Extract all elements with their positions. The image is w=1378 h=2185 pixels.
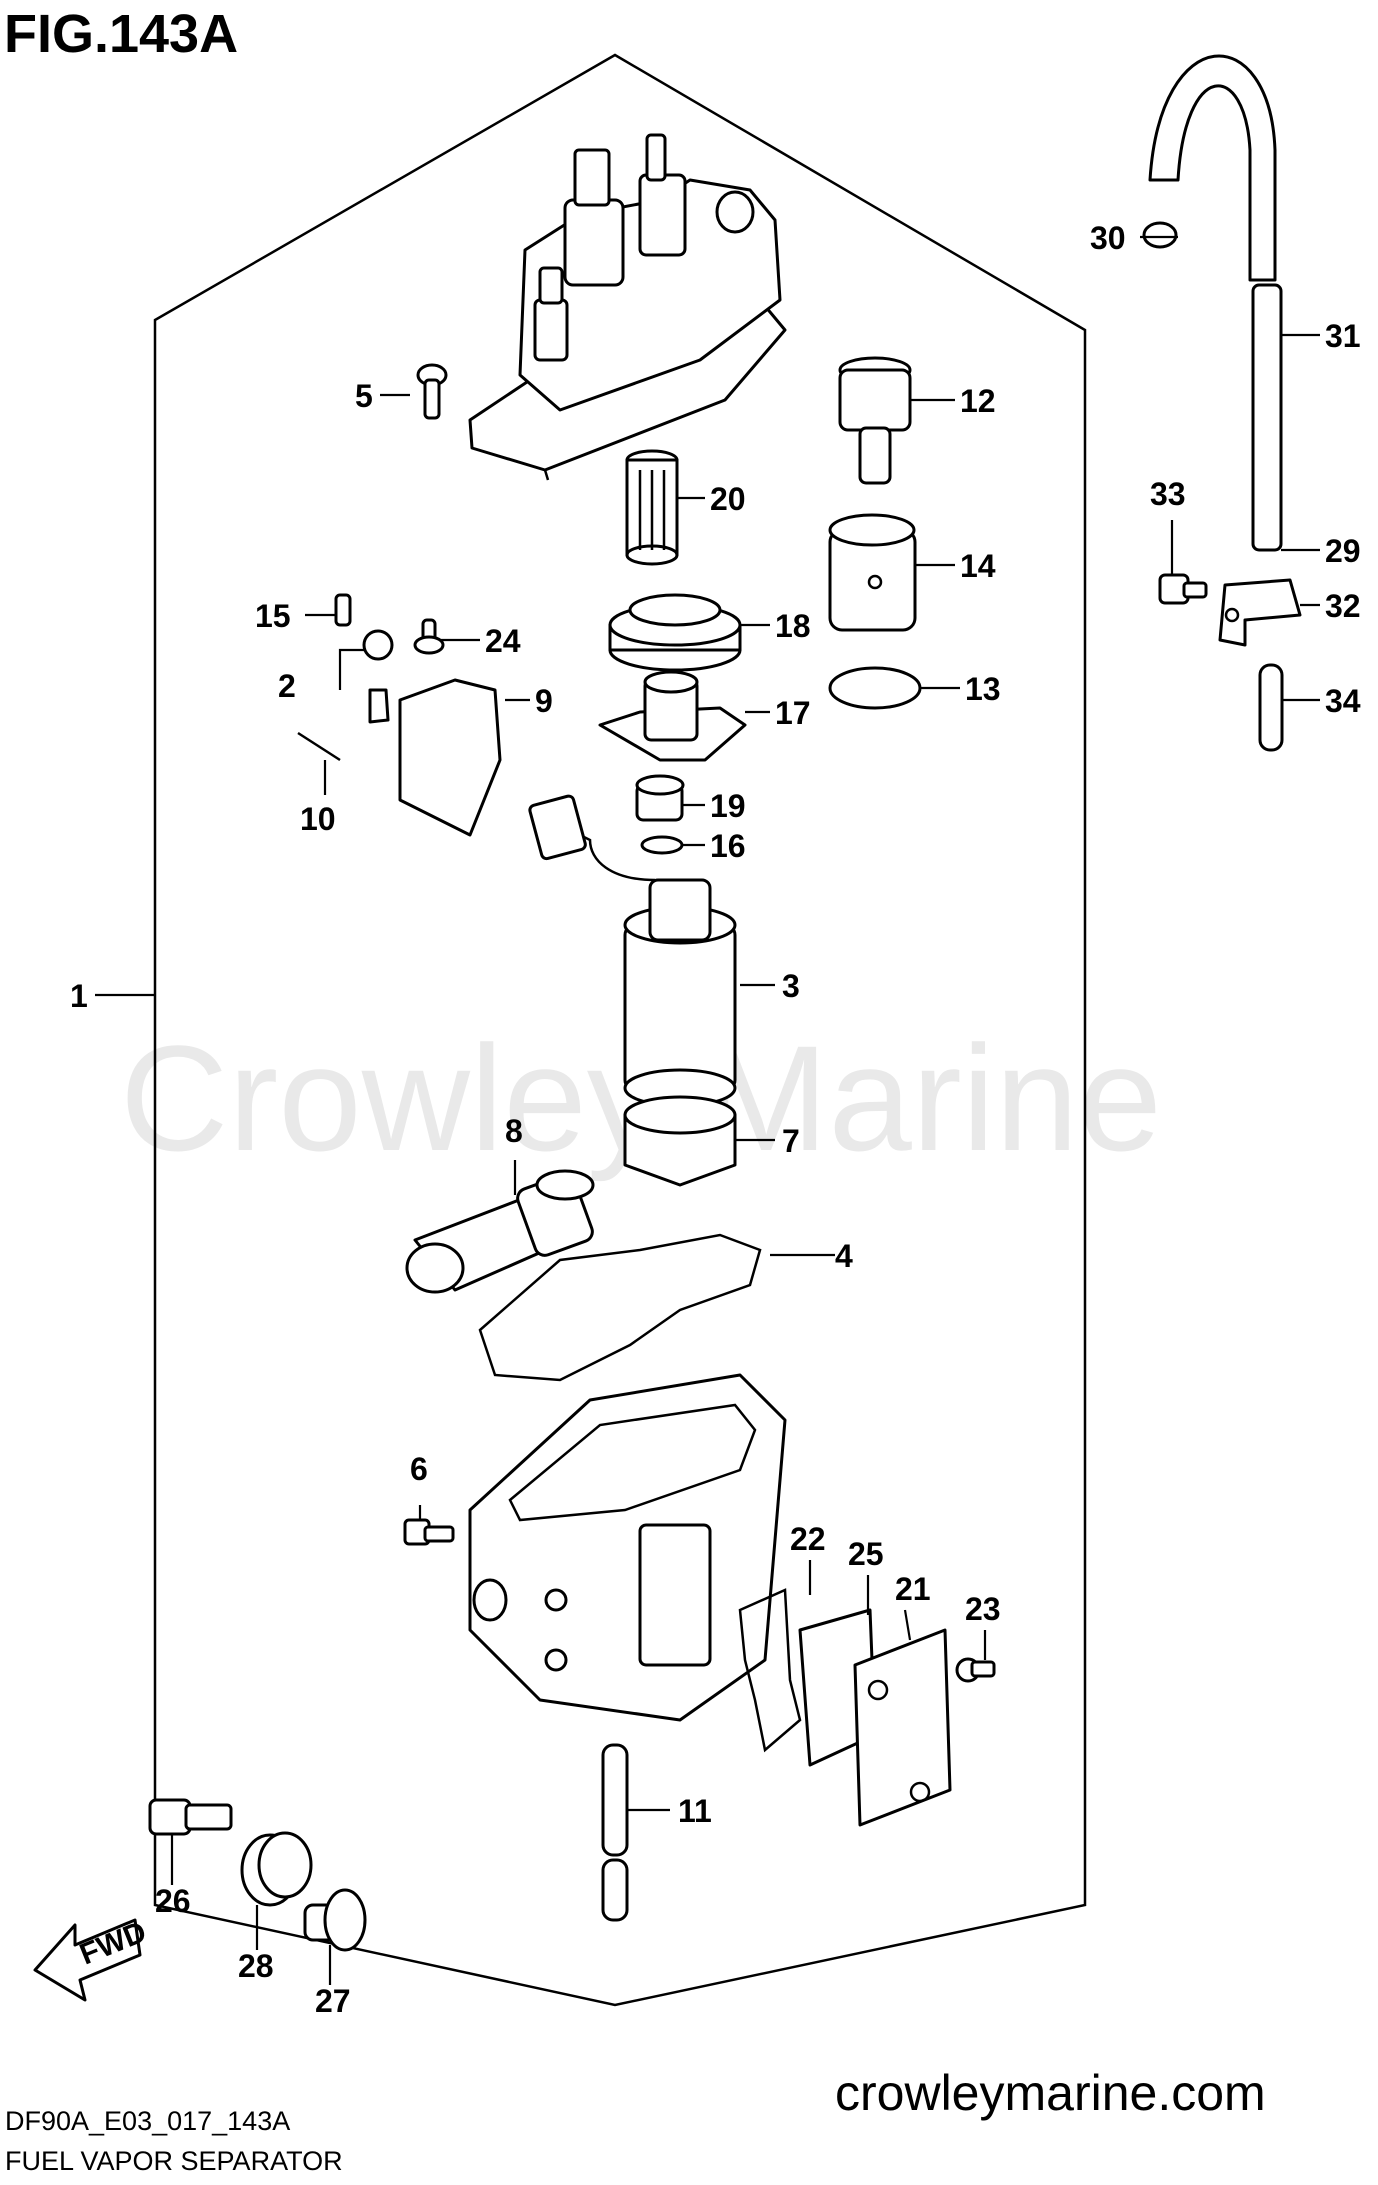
part-label-21: 21 bbox=[895, 1571, 931, 1607]
part-bolt-26[interactable] bbox=[148, 1798, 233, 1836]
part-bolt-6[interactable] bbox=[403, 1518, 455, 1546]
fwd-arrow: FWD bbox=[33, 1915, 151, 2002]
part-bushing[interactable] bbox=[635, 774, 685, 822]
part-case[interactable] bbox=[468, 1373, 787, 1722]
part-label-23: 23 bbox=[965, 1591, 1001, 1627]
part-bracket[interactable] bbox=[598, 670, 747, 762]
part-label-1: 1 bbox=[70, 978, 88, 1014]
part-label-8: 8 bbox=[505, 1113, 523, 1149]
figure-title: FIG.143A bbox=[4, 4, 238, 64]
part-label-14: 14 bbox=[960, 548, 996, 584]
part-label-13: 13 bbox=[965, 671, 1001, 707]
part-label-3: 3 bbox=[782, 968, 800, 1004]
leader-lines bbox=[95, 235, 1320, 1985]
part-fuel-pump[interactable] bbox=[528, 794, 737, 1108]
part-label-20: 20 bbox=[710, 481, 746, 517]
footer-name: FUEL VAPOR SEPARATOR bbox=[5, 2146, 343, 2176]
part-hose-31[interactable] bbox=[1148, 54, 1283, 552]
part-clamp-32[interactable] bbox=[1218, 578, 1302, 647]
part-screw-15[interactable] bbox=[334, 593, 352, 627]
part-label-29: 29 bbox=[1325, 533, 1361, 569]
part-label-12: 12 bbox=[960, 383, 996, 419]
part-bolt-33[interactable] bbox=[1158, 573, 1208, 605]
footer-code: DF90A_E03_017_143A bbox=[5, 2106, 290, 2136]
part-screw-23[interactable] bbox=[955, 1657, 996, 1683]
part-label-19: 19 bbox=[710, 788, 746, 824]
part-label-9: 9 bbox=[535, 683, 553, 719]
part-label-25: 25 bbox=[848, 1536, 884, 1572]
part-gasket[interactable] bbox=[478, 1233, 762, 1382]
part-label-33: 33 bbox=[1150, 476, 1186, 512]
part-valve[interactable] bbox=[362, 629, 394, 724]
part-label-34: 34 bbox=[1325, 683, 1361, 719]
part-ring-holder[interactable] bbox=[608, 593, 742, 672]
part-label-15: 15 bbox=[255, 598, 291, 634]
part-label-11: 11 bbox=[678, 1793, 712, 1829]
part-label-7: 7 bbox=[782, 1123, 800, 1159]
part-label-30: 30 bbox=[1090, 220, 1126, 256]
part-gasket-22[interactable] bbox=[738, 1588, 802, 1753]
part-cover-9[interactable] bbox=[398, 678, 502, 837]
part-pin-10[interactable] bbox=[297, 731, 341, 762]
website-link[interactable]: crowleymarine.com bbox=[835, 2065, 1266, 2121]
part-screw-24[interactable] bbox=[413, 618, 445, 655]
part-label-27: 27 bbox=[315, 1983, 351, 2019]
part-collar-27[interactable] bbox=[303, 1888, 367, 1952]
part-label-10: 10 bbox=[300, 801, 336, 837]
part-labels: 1 2 3 4 5 6 7 8 9 10 11 12 13 14 15 16 1… bbox=[70, 220, 1361, 2019]
part-damper[interactable] bbox=[623, 1095, 737, 1187]
part-cover-21[interactable] bbox=[853, 1628, 952, 1827]
assembly-outline bbox=[153, 53, 1087, 2007]
part-o-ring-small[interactable] bbox=[640, 835, 684, 855]
part-label-24: 24 bbox=[485, 623, 521, 659]
part-holder-14[interactable] bbox=[828, 513, 917, 632]
part-label-4: 4 bbox=[835, 1238, 853, 1274]
part-label-6: 6 bbox=[410, 1451, 428, 1487]
part-label-18: 18 bbox=[775, 608, 811, 644]
part-label-5: 5 bbox=[355, 378, 373, 414]
part-label-17: 17 bbox=[775, 695, 811, 731]
part-clip-30[interactable] bbox=[1142, 221, 1178, 249]
part-strainer[interactable] bbox=[405, 1169, 595, 1294]
part-grommet-28[interactable] bbox=[240, 1831, 313, 1907]
part-label-2: 2 bbox=[278, 668, 296, 704]
part-filter[interactable] bbox=[625, 449, 679, 566]
part-label-28: 28 bbox=[238, 1948, 274, 1984]
part-joint-34[interactable] bbox=[1258, 663, 1284, 752]
part-label-31: 31 bbox=[1325, 318, 1361, 354]
part-screw[interactable] bbox=[416, 363, 448, 420]
part-label-16: 16 bbox=[710, 828, 746, 864]
part-top-cover[interactable] bbox=[468, 133, 787, 481]
part-regulator[interactable] bbox=[838, 356, 912, 485]
part-label-22: 22 bbox=[790, 1521, 826, 1557]
part-hose-11[interactable] bbox=[601, 1743, 629, 1922]
part-label-32: 32 bbox=[1325, 588, 1361, 624]
part-o-ring-13[interactable] bbox=[828, 666, 922, 710]
part-label-26: 26 bbox=[155, 1883, 191, 1919]
